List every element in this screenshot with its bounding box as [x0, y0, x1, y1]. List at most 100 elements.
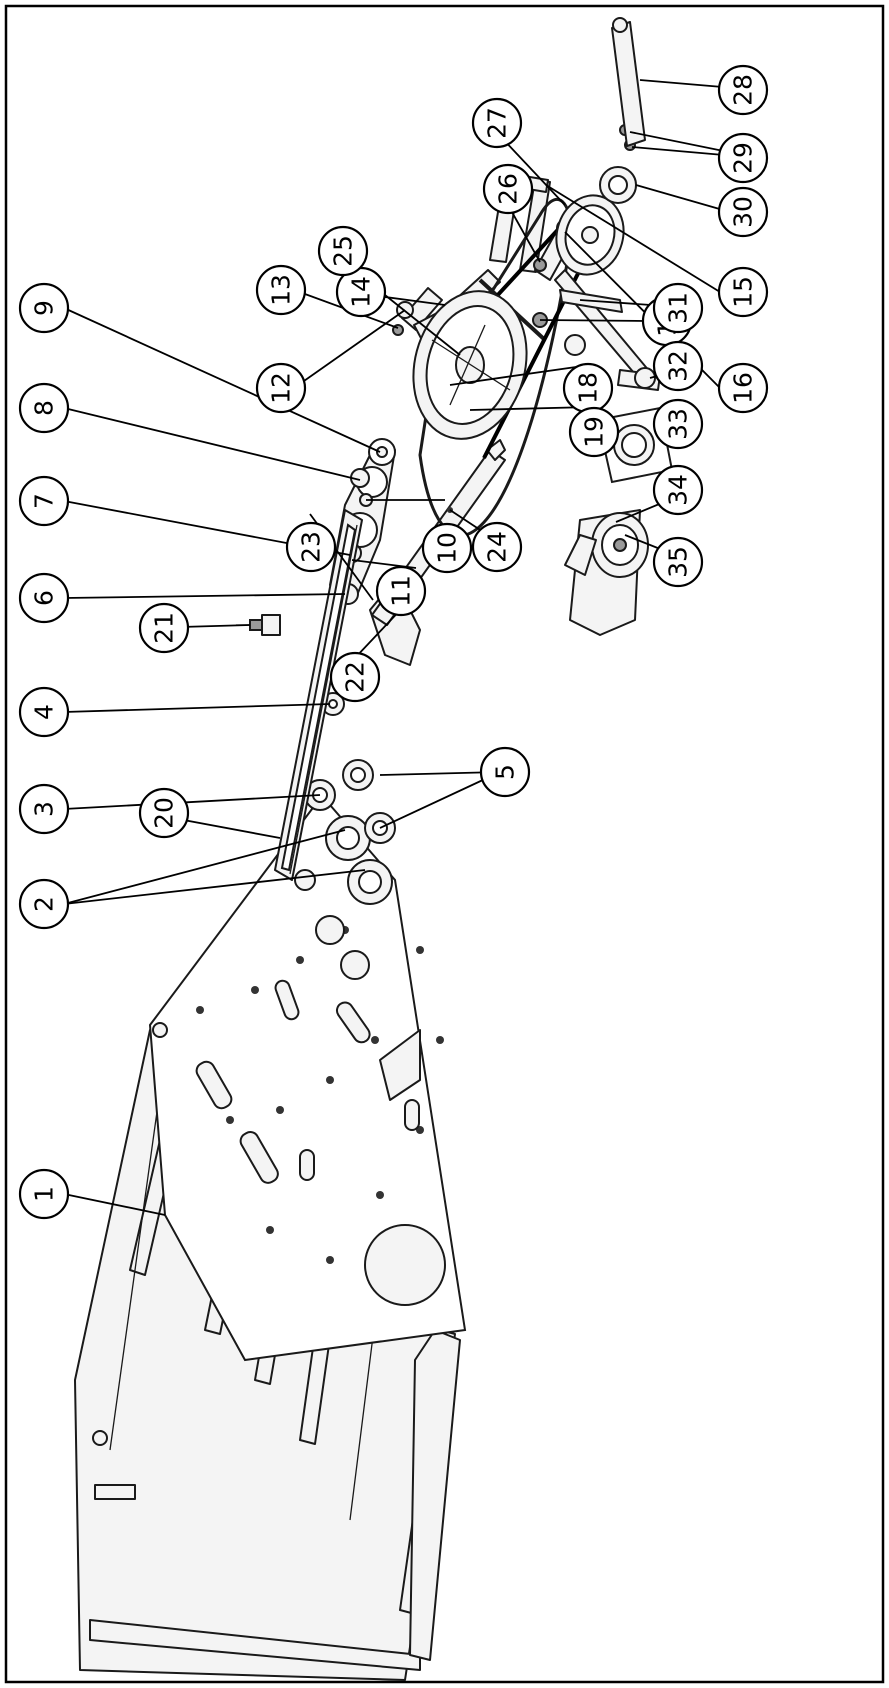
callout-label: 34	[664, 474, 693, 506]
callout-label: 3	[30, 801, 59, 817]
callout-circle	[18, 686, 70, 738]
callout-9: 9	[18, 282, 70, 334]
callout-22: 22	[329, 651, 381, 703]
parts-33-35-motor	[564, 406, 674, 636]
callout-10: 10	[421, 522, 473, 574]
callout-circle	[18, 282, 70, 334]
callout-5: 5	[479, 746, 531, 798]
callout-circle	[717, 362, 769, 414]
callout-24: 24	[471, 521, 523, 573]
callout-33: 33	[652, 398, 704, 450]
callout-circle	[652, 536, 704, 588]
callout-circle	[471, 97, 523, 149]
callout-label: 13	[267, 274, 296, 306]
callout-label: 4	[30, 704, 59, 720]
callout-label: 6	[30, 590, 59, 606]
callout-25: 25	[317, 225, 369, 277]
callout-27: 27	[471, 97, 523, 149]
callout-12: 12	[255, 362, 307, 414]
callout-35: 35	[652, 536, 704, 588]
callout-circle	[652, 398, 704, 450]
callout-34: 34	[652, 464, 704, 516]
callout-label: 18	[574, 372, 603, 404]
callout-14: 14	[335, 266, 387, 318]
callout-23: 23	[285, 521, 337, 573]
callout-circle	[482, 163, 534, 215]
callout-circle	[317, 225, 369, 277]
callout-circle	[255, 264, 307, 316]
callout-label: 33	[664, 408, 693, 440]
callout-label: 15	[729, 276, 758, 308]
callout-circle	[18, 572, 70, 624]
callout-circle	[652, 340, 704, 392]
callout-label: 5	[491, 764, 520, 780]
callout-13: 13	[255, 264, 307, 316]
callout-circle	[285, 521, 337, 573]
callout-2: 2	[18, 878, 70, 930]
drawing-border	[4, 4, 885, 1684]
callout-circle	[138, 602, 190, 654]
callout-circle	[421, 522, 473, 574]
callout-circle	[568, 406, 620, 458]
callout-circle	[479, 746, 531, 798]
callout-label: 21	[150, 612, 179, 644]
callout-16: 16	[717, 362, 769, 414]
callout-1: 1	[18, 1168, 70, 1220]
callout-label: 26	[494, 173, 523, 205]
callout-label: 28	[729, 74, 758, 106]
callout-11: 11	[375, 565, 427, 617]
callout-label: 32	[664, 350, 693, 382]
callout-label: 7	[30, 493, 59, 509]
callout-label: 19	[580, 416, 609, 448]
callout-21: 21	[138, 602, 190, 654]
callout-label: 24	[483, 531, 512, 563]
callout-3: 3	[18, 783, 70, 835]
callout-4: 4	[18, 686, 70, 738]
callout-label: 9	[30, 300, 59, 316]
callout-circle	[717, 64, 769, 116]
callout-circle	[471, 521, 523, 573]
callout-label: 35	[664, 546, 693, 578]
callout-30: 30	[717, 186, 769, 238]
callout-31: 31	[652, 282, 704, 334]
callout-label: 10	[433, 532, 462, 564]
callout-label: 2	[30, 896, 59, 912]
callout-label: 16	[729, 372, 758, 404]
callout-label: 27	[483, 107, 512, 139]
callout-label: 20	[150, 797, 179, 829]
callout-18: 18	[562, 362, 614, 414]
callout-32: 32	[652, 340, 704, 392]
callout-label: 29	[729, 142, 758, 174]
callout-label: 1	[30, 1186, 59, 1202]
part-1-machine-frame	[74, 804, 467, 1681]
callout-label: 31	[664, 292, 693, 324]
callout-circle	[652, 282, 704, 334]
callout-label: 25	[329, 235, 358, 267]
callout-label: 22	[341, 661, 370, 693]
callout-circle	[717, 186, 769, 238]
callout-28: 28	[717, 64, 769, 116]
parts-25-32-belt-drive	[412, 17, 661, 537]
callout-label: 11	[387, 575, 416, 607]
callout-20: 20	[138, 787, 190, 839]
callout-circle	[18, 878, 70, 930]
callout-15: 15	[717, 266, 769, 318]
callout-circle	[18, 382, 70, 434]
callout-circle	[375, 565, 427, 617]
callout-circle	[18, 1168, 70, 1220]
callout-label: 8	[30, 400, 59, 416]
callout-6: 6	[18, 572, 70, 624]
callout-8: 8	[18, 382, 70, 434]
callout-circle	[717, 266, 769, 318]
callout-7: 7	[18, 475, 70, 527]
callout-circle	[18, 783, 70, 835]
callout-circle	[717, 132, 769, 184]
callout-label: 14	[347, 276, 376, 308]
callout-circle	[652, 464, 704, 516]
callout-26: 26	[482, 163, 534, 215]
callout-label: 12	[267, 372, 296, 404]
callout-label: 30	[729, 196, 758, 228]
callout-29: 29	[717, 132, 769, 184]
callout-circle	[138, 787, 190, 839]
